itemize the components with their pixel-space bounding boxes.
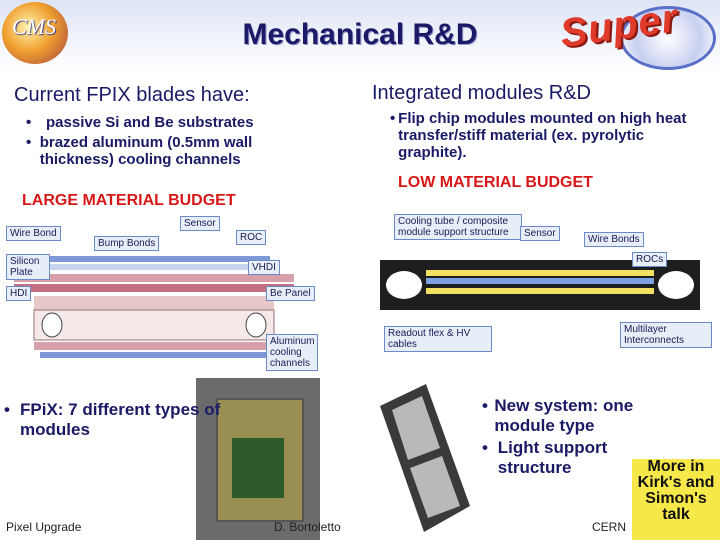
be-panel-layer xyxy=(34,296,274,310)
fpix-blade-diagram: Sensor Wire Bond ROC Bump Bonds Silicon … xyxy=(4,214,320,374)
more-info-note: More in Kirk's and Simon's talk xyxy=(632,459,720,540)
right-bullet-1: •Flip chip modules mounted on high heat … xyxy=(390,110,687,161)
label-right-sensor: Sensor xyxy=(520,226,560,241)
cooling-channel-1 xyxy=(41,312,63,338)
fpix-blade-svg xyxy=(14,256,294,358)
slide-title: Mechanical R&D xyxy=(242,18,478,51)
label-wire-bonds: Wire Bonds xyxy=(584,232,644,247)
vhdi-layer xyxy=(14,274,294,282)
label-silicon-plate: Silicon Plate xyxy=(6,254,50,280)
cooling-body xyxy=(33,309,275,341)
right-heading: Integrated modules R&D xyxy=(372,82,592,104)
label-sensor: Sensor xyxy=(180,216,220,231)
left-bottom-bullet: •FPiX: 7 different types of modules xyxy=(4,400,240,440)
right-bottom-bullet-2: •Light support structure xyxy=(482,438,608,477)
right-bottom-bullet-1: •New system: one module type xyxy=(482,396,634,435)
lower-strip xyxy=(426,288,654,294)
left-bullet-2: •brazed aluminum (0.5mm wall thickness) … xyxy=(26,134,253,168)
label-cooling-tube: Cooling tube / composite module support … xyxy=(394,214,522,240)
column-divider xyxy=(364,210,366,540)
left-bullet-list: •passive Si and Be substrates •brazed al… xyxy=(26,114,326,168)
label-hdi: HDI xyxy=(6,286,32,301)
lower-hdi xyxy=(34,342,274,350)
left-bottom-bullet-row: •FPiX: 7 different types of modules xyxy=(4,400,221,439)
label-vhdi: VHDI xyxy=(248,260,280,275)
hdi-layer xyxy=(14,284,294,292)
left-heading: Current FPIX blades have: xyxy=(14,84,250,106)
label-readout-flex: Readout flex & HV cables xyxy=(384,326,492,352)
module-photo-svg xyxy=(380,384,470,532)
left-bullet-1: •passive Si and Be substrates xyxy=(26,114,254,131)
label-bump-bonds: Bump Bonds xyxy=(94,236,160,251)
cms-logo xyxy=(2,2,68,64)
label-be-panel: Be Panel xyxy=(266,286,315,301)
support-structure xyxy=(380,260,700,310)
label-multilayer: Multilayer Interconnects xyxy=(620,322,712,348)
right-budget: LOW MATERIAL BUDGET xyxy=(398,174,593,191)
label-wire-bond: Wire Bond xyxy=(6,226,61,241)
right-bottom-bullet-list: •New system: one module type •Light supp… xyxy=(482,396,662,478)
label-aluminum: Aluminum cooling channels xyxy=(266,334,318,371)
sensor-layer xyxy=(40,256,270,262)
footer-right: CERN xyxy=(592,520,627,534)
cms-logo-text: CMS xyxy=(12,14,56,39)
lower-sensor xyxy=(40,352,270,358)
footer-left: Pixel Upgrade xyxy=(6,520,82,534)
module-tile-2 xyxy=(410,456,460,518)
module-tile-1 xyxy=(392,396,440,460)
right-bullet-list: •Flip chip modules mounted on high heat … xyxy=(390,110,710,161)
cooling-tube-left xyxy=(386,271,422,299)
roc-strip xyxy=(426,278,654,284)
roc-layer xyxy=(44,264,266,270)
integrated-module-svg xyxy=(380,260,700,310)
sensor-strip xyxy=(426,270,654,276)
fpix-module-photo xyxy=(196,378,320,540)
cooling-channel-2 xyxy=(245,312,267,338)
cooling-tube-right xyxy=(658,271,694,299)
footer-center: D. Bortoletto xyxy=(274,520,341,534)
label-rocs: ROCs xyxy=(632,252,668,267)
integrated-module-diagram: Cooling tube / composite module support … xyxy=(370,210,712,356)
module-chip xyxy=(232,438,284,498)
super-logo-ring xyxy=(620,6,716,70)
header-background xyxy=(0,0,720,70)
left-budget: LARGE MATERIAL BUDGET xyxy=(22,192,236,209)
integrated-module-photo xyxy=(372,376,476,540)
label-roc: ROC xyxy=(236,230,267,245)
